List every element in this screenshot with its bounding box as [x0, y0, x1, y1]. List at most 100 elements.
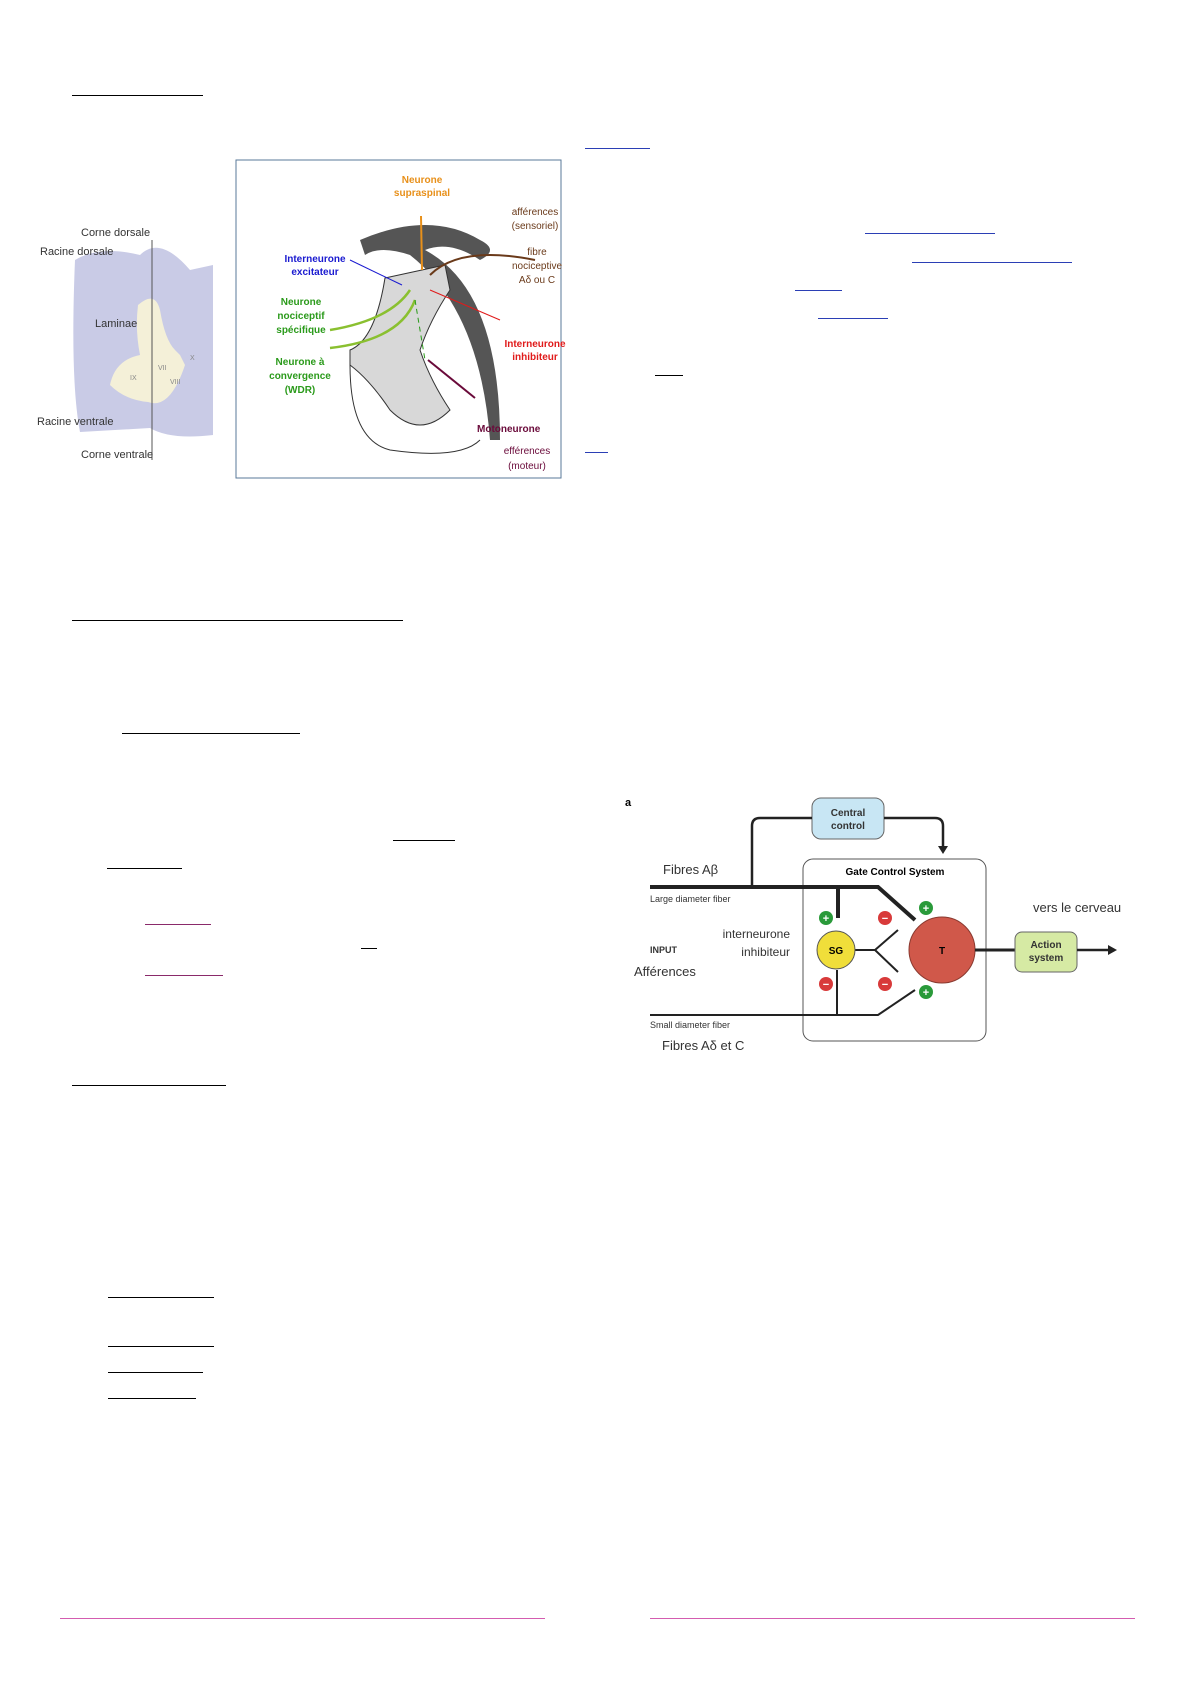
motoneuron-axon — [427, 359, 476, 399]
plus-icon — [819, 911, 833, 925]
link-underline — [585, 148, 650, 149]
label-large-fiber: Large diameter fiber — [650, 894, 731, 904]
lamina-label: IX — [130, 375, 137, 382]
label-small-fiber: Small diameter fiber — [650, 1020, 730, 1030]
label-convergence: (WDR) — [285, 385, 316, 396]
minus-sign: − — [882, 913, 888, 925]
footer-divider-left — [60, 1618, 545, 1619]
sg-label: SG — [829, 946, 844, 957]
plus-sign: + — [923, 987, 929, 999]
label-efferences: efférences — [504, 446, 551, 457]
minus-sign: − — [882, 979, 888, 991]
label-nociceptif: nociceptif — [277, 311, 325, 322]
panel-label: a — [625, 797, 632, 809]
label-interneurone: interneurone — [723, 927, 791, 941]
label-laminae: Laminae — [95, 318, 137, 330]
text-underline — [108, 1372, 203, 1373]
label-nociceptif: spécifique — [276, 325, 326, 336]
nociceptive-axon — [329, 289, 412, 332]
label-afferences: (sensoriel) — [512, 221, 559, 232]
text-underline — [107, 868, 182, 869]
cord-outline — [349, 364, 481, 454]
link-underline — [795, 290, 842, 291]
link-underline — [818, 318, 888, 319]
inhibitor-pointer — [429, 289, 501, 321]
footer-divider-right — [650, 1618, 1135, 1619]
label-motoneurone: Motoneurone — [477, 424, 541, 435]
lamina-label: X — [190, 355, 195, 362]
action-system-label: Action — [1030, 940, 1061, 951]
label-supraspinal: supraspinal — [394, 188, 450, 199]
minus-icon — [878, 911, 892, 925]
lamina-label: VII — [158, 365, 167, 372]
sg-output-line — [855, 929, 899, 973]
action-system-label: system — [1029, 953, 1064, 964]
sg-cell — [816, 930, 856, 970]
label-interneurone: inhibiteur — [741, 945, 790, 959]
central-control-label: control — [831, 821, 865, 832]
dorsal-horn-shape — [349, 264, 451, 426]
plus-icon — [919, 985, 933, 999]
spinal-cord-figure: Corne dorsale Racine dorsale Laminae Rac… — [37, 159, 566, 479]
minus-icon — [819, 977, 833, 991]
heading-underline — [72, 95, 203, 96]
arrow-head — [938, 846, 948, 854]
t-label: T — [939, 946, 945, 957]
text-underline — [145, 975, 223, 976]
minus-sign: − — [823, 979, 829, 991]
central-control-label: Central — [831, 808, 866, 819]
label-nociceptif: Neurone — [281, 297, 322, 308]
label-afferences: afférences — [512, 207, 559, 218]
action-system-box — [1014, 931, 1078, 973]
text-underline — [145, 924, 211, 925]
plus-icon — [919, 901, 933, 915]
arrow-head — [1108, 945, 1117, 955]
label-efferences: (moteur) — [508, 461, 546, 472]
text-underline — [108, 1346, 214, 1347]
svg-text:afférences(sensoriel): afférences (sensoriel) — [512, 207, 559, 232]
label-supraspinal: Neurone — [402, 175, 443, 186]
large-fiber-line — [650, 885, 917, 922]
label-input: INPUT — [650, 945, 678, 955]
svg-text:efférences(moteur): efférences (moteur) — [504, 446, 551, 472]
label-vers-cerveau: vers le cerveau — [1033, 900, 1121, 915]
label-inhibiteur: inhibiteur — [512, 352, 558, 363]
wdr-axon — [329, 299, 417, 350]
link-underline — [585, 452, 608, 453]
label-corne-ventrale: Corne ventrale — [81, 449, 153, 461]
dashed-path — [414, 299, 426, 361]
plus-sign: + — [823, 913, 829, 925]
label-convergence: convergence — [269, 371, 331, 382]
label-fibres-ad-c: Fibres Aδ et C — [662, 1038, 744, 1053]
control-loop-line — [750, 816, 945, 887]
plus-sign: + — [923, 903, 929, 915]
label-excitateur: Interneurone — [284, 254, 346, 265]
label-corne-dorsale: Corne dorsale — [81, 227, 150, 239]
label-fibres-ab: Fibres Aβ — [663, 862, 718, 877]
grey-matter-shape — [110, 298, 185, 404]
heading-underline — [72, 620, 403, 621]
link-underline — [912, 262, 1072, 263]
small-fiber-line — [650, 970, 916, 1016]
label-racine-ventrale: Racine ventrale — [37, 416, 113, 428]
text-underline — [108, 1398, 196, 1399]
label-excitateur: excitateur — [291, 267, 338, 278]
label-afferences: Afférences — [634, 964, 696, 979]
minus-icon — [878, 977, 892, 991]
lamina-label: VIII — [170, 379, 181, 386]
heading-underline — [72, 1085, 226, 1086]
gate-system-label: Gate Control System — [846, 867, 945, 878]
link-underline — [865, 233, 995, 234]
subheading-underline — [122, 733, 300, 734]
text-underline — [108, 1297, 214, 1298]
